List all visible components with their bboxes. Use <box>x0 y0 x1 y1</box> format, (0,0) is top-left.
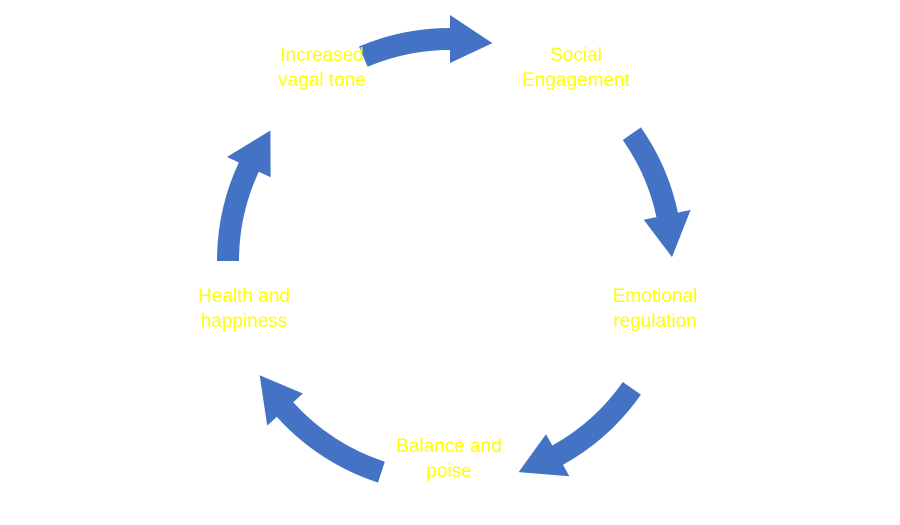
node-line: Social <box>550 45 602 66</box>
cycle-arrow-balance-and-poise-to-health-and-happiness <box>259 375 385 483</box>
cycle-arrow-health-and-happiness-to-increased-vagal-tone <box>216 130 271 261</box>
node-health-and-happiness: Health and happiness <box>198 284 290 334</box>
node-line: Engagement <box>522 70 630 91</box>
node-line: vagal tone <box>278 70 366 91</box>
node-increased-vagal-tone: Increased vagal tone <box>278 43 366 93</box>
cycle-arrow-social-engagement-to-emotional-regulation <box>622 127 691 258</box>
node-line: regulation <box>613 311 697 332</box>
node-balance-and-poise: Balance and poise <box>396 434 502 484</box>
node-line: Emotional <box>612 286 698 307</box>
node-line: happiness <box>200 311 288 332</box>
node-line: poise <box>426 461 472 482</box>
node-emotional-regulation: Emotional regulation <box>613 284 698 334</box>
node-line: Health and <box>198 286 290 307</box>
node-line: Balance and <box>396 436 502 457</box>
cycle-arrow-increased-vagal-tone-to-social-engagement <box>359 15 493 67</box>
cycle-arrow-emotional-regulation-to-balance-and-poise <box>518 382 641 477</box>
node-social-engagement: Social Engagement <box>522 43 630 93</box>
node-line: Increased <box>280 45 364 66</box>
